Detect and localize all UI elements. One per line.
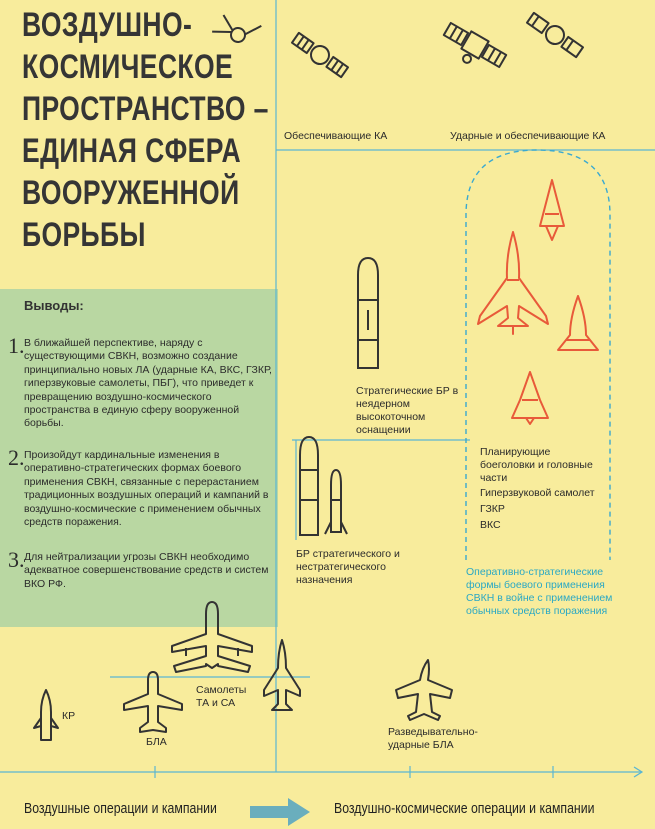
strike-uav-icon [395,659,453,721]
title-line: ВООРУЖЕННОЙ [22,174,240,212]
label-hypersonic-aircraft: Гиперзвуковой самолет [480,487,595,499]
conclusion-text: В ближайшей перспективе, наряду с сущест… [24,337,272,430]
label-strike-satellites: Ударные и обеспечивающие КА [450,130,606,142]
label-operational-forms: Оперативно-стратегические формы боевого … [466,566,613,617]
label-vks: ВКС [480,519,501,531]
ballistic-missile-icon [299,435,319,536]
conclusion-text: Произойдут кардинальные изменения в опер… [24,449,269,529]
label-support-satellites: Обеспечивающие КА [284,130,388,142]
conclusions-panel [0,289,278,627]
label-strategic-br: Стратегические БР в неядерном высокоточн… [356,385,459,436]
transition-arrow-icon [250,798,310,826]
conclusion-number: 1. [8,333,25,358]
page-title: ВОЗДУШНО- КОСМИЧЕСКОЕ ПРОСТРАНСТВО – ЕДИ… [22,4,268,256]
hypersonic-aircraft-icon [477,231,549,335]
gzkr-icon [557,295,599,351]
uav-icon [123,671,183,733]
label-uav: БЛА [146,736,167,748]
warhead-icon [539,179,565,241]
axis-arrowhead [633,766,644,778]
label-cruise-missile: КР [62,710,76,722]
cruise-missile-icon [33,689,59,741]
bottom-label-aerospace-operations: Воздушно-космические операции и кампании [334,800,595,817]
dashed-region-outline [465,149,611,560]
bottom-label-air-operations: Воздушные операции и кампании [24,800,217,817]
satellite-icon [442,21,508,69]
bomber-icon [171,601,253,673]
satellite-icon [525,11,585,59]
label-strike-uav: Разведывательно-ударные БЛА [388,726,478,751]
title-line: ВОЗДУШНО- [22,6,193,44]
title-line: БОРЬБЫ [22,216,146,254]
label-aircraft: Самолеты ТА и СА [196,684,247,709]
label-br-strategic: БР стратегического и нестратегического н… [296,548,400,586]
conclusions-heading: Выводы: [24,298,84,313]
conclusion-number: 2. [8,445,25,470]
satellite-icon [212,14,262,43]
vks-icon [511,371,549,425]
title-line: ЕДИНАЯ СФЕРА [22,132,242,170]
fighter-icon [263,639,301,711]
label-gliding-warheads: Планирующие боеголовки и головные части [480,446,593,484]
conclusion-text: Для нейтрализации угрозы СВКН необходимо… [24,551,269,590]
ballistic-missile-icon [357,256,379,369]
missile-icon [324,468,348,535]
satellite-icon [290,31,350,79]
title-line: КОСМИЧЕСКОЕ [22,48,234,86]
conclusion-number: 3. [8,547,25,572]
label-gzkr: ГЗКР [480,503,505,515]
